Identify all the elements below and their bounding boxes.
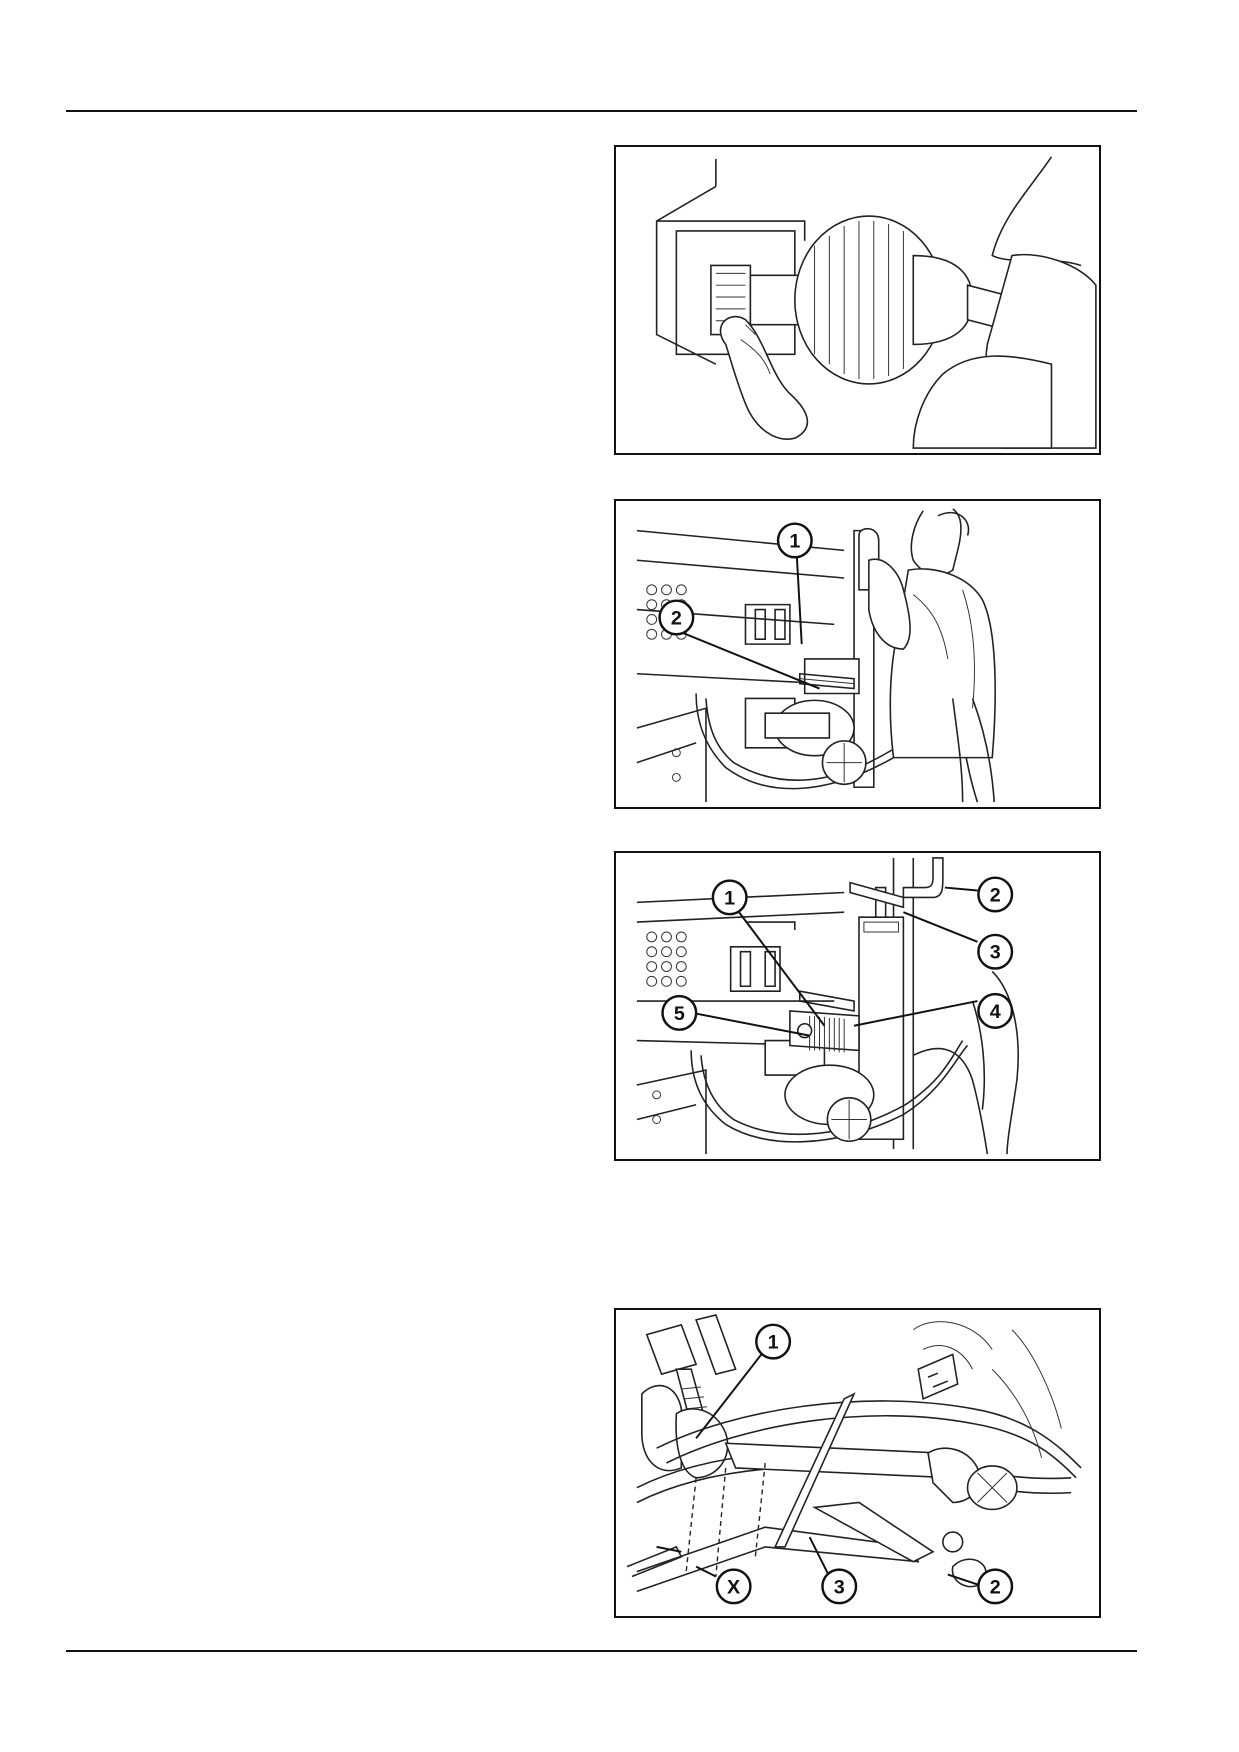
tool-installation-illustration: 1 2 [636, 508, 996, 803]
svg-text:2: 2 [990, 884, 1001, 906]
callout-5: 5 [661, 994, 698, 1031]
callout-2: 2 [658, 599, 695, 636]
footer-rule [66, 1650, 1137, 1652]
svg-text:3: 3 [990, 942, 1001, 964]
header-rule [66, 110, 1137, 112]
figure-pto-shaft-fitting [614, 145, 1101, 455]
callout-x: X [715, 1568, 752, 1605]
svg-text:2: 2 [671, 607, 682, 629]
svg-text:1: 1 [789, 530, 800, 552]
shaft-underside-illustration: 1 2 3 X [626, 1313, 1082, 1605]
svg-text:5: 5 [674, 1003, 685, 1025]
figure-shaft-underside: 1 2 3 X [614, 1308, 1101, 1618]
svg-text:1: 1 [724, 887, 735, 909]
svg-text:2: 2 [990, 1576, 1001, 1598]
figure-tool-installation: 1 2 [614, 499, 1101, 809]
svg-text:X: X [727, 1576, 740, 1598]
callout-2: 2 [977, 876, 1014, 913]
svg-text:1: 1 [768, 1332, 779, 1354]
callout-1: 1 [711, 879, 748, 916]
callout-3: 3 [977, 933, 1014, 970]
callout-4: 4 [977, 992, 1014, 1029]
svg-text:4: 4 [990, 1001, 1001, 1023]
callout-1: 1 [776, 522, 813, 559]
callout-1: 1 [755, 1323, 792, 1360]
svg-text:3: 3 [834, 1576, 845, 1598]
callout-3: 3 [821, 1568, 858, 1605]
pto-shaft-illustration [655, 156, 1097, 449]
figure-puller-tool: 1 2 3 4 5 [614, 851, 1101, 1161]
callout-2: 2 [977, 1568, 1014, 1605]
puller-tool-illustration: 1 2 3 4 5 [636, 857, 1019, 1155]
